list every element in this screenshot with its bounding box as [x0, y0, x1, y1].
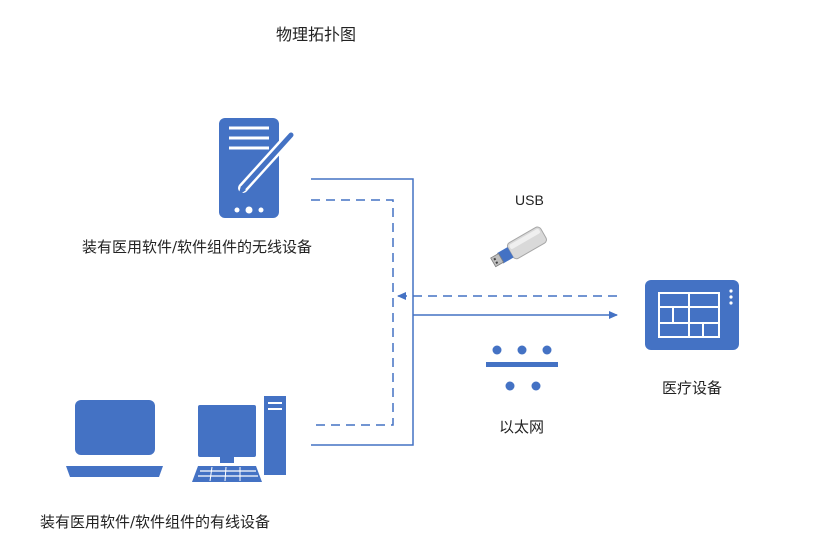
- solid-connection: [311, 178, 618, 446]
- medical-panel-icon: [645, 280, 739, 350]
- ethernet-label: 以太网: [499, 418, 545, 436]
- medical-device-label: 医疗设备: [662, 379, 723, 397]
- usb-drive-icon: [490, 226, 547, 268]
- wired-device-label: 装有医用软件/软件组件的有线设备: [40, 513, 271, 531]
- laptop-icon: [66, 400, 163, 477]
- usb-label: USB: [515, 192, 544, 208]
- wireless-device-label: 装有医用软件/软件组件的无线设备: [82, 238, 313, 256]
- ethernet-icon: [486, 345, 558, 391]
- page-title: 物理拓扑图: [276, 25, 357, 44]
- laptop-desktop-icon: [66, 396, 286, 482]
- desktop-icon: [192, 396, 286, 482]
- tablet-pen-icon: [219, 118, 295, 218]
- dashed-connection: [311, 199, 617, 426]
